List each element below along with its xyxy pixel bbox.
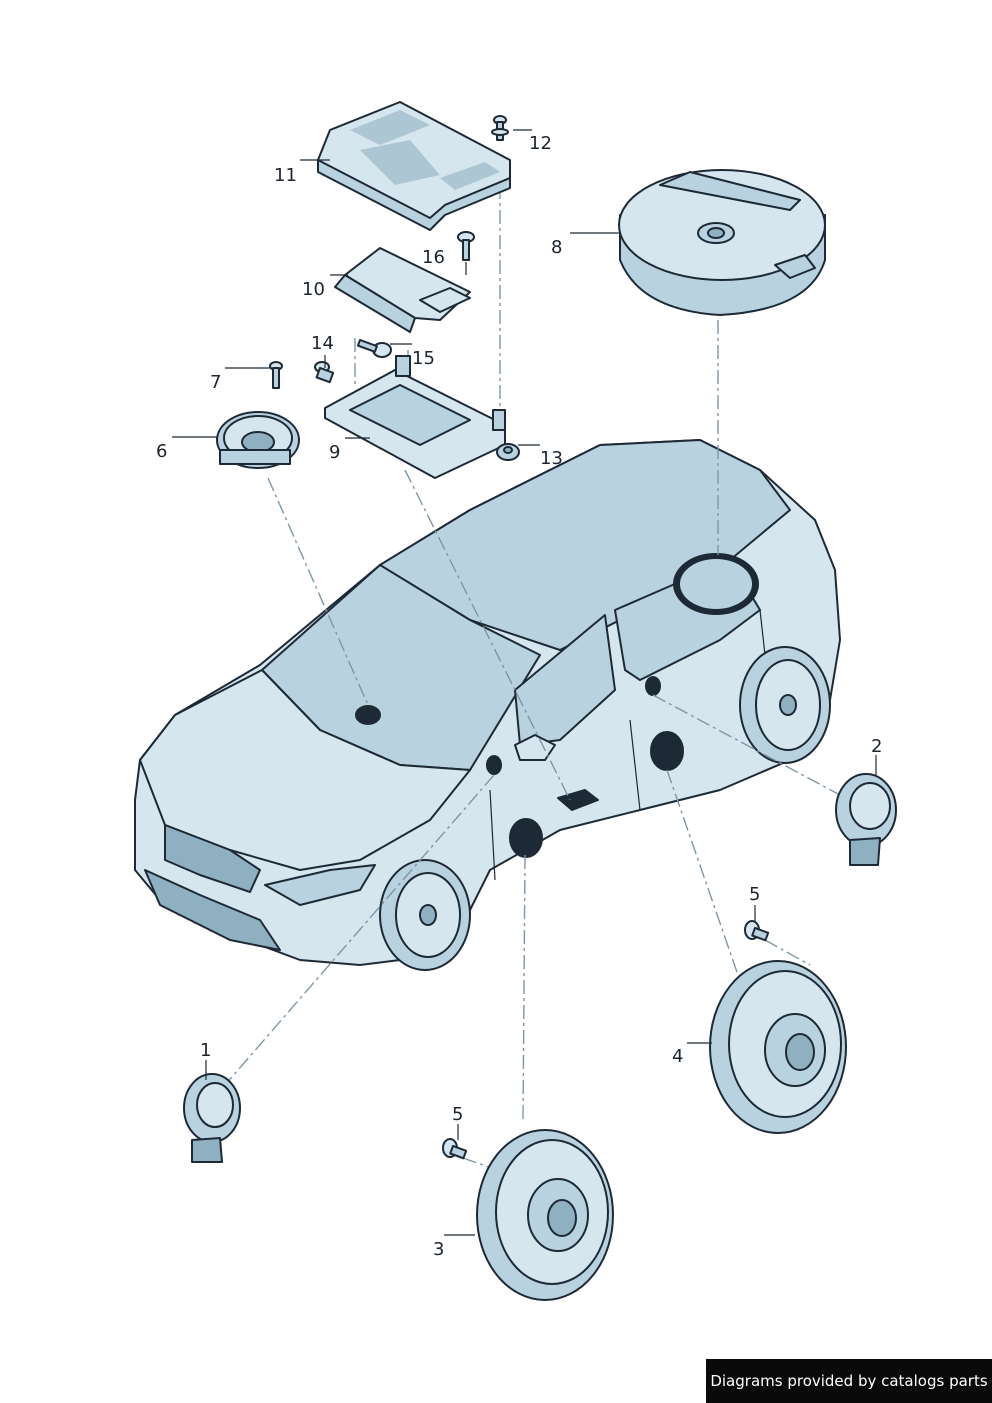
callout-14: 14 [311,333,334,354]
dash-speaker-location [355,705,381,725]
callout-16: 16 [422,247,445,268]
part-5-screw-upper [744,920,770,942]
callout-1: 1 [200,1040,212,1061]
part-6-dash-speaker [216,411,300,469]
car-headlight [264,864,376,906]
callout-9: 9 [329,442,341,463]
car-front-wheel [379,859,471,971]
callout-5-upper: 5 [749,884,761,905]
part-15-bolt [356,338,392,358]
callout-13: 13 [540,448,563,469]
part-8-subwoofer [618,169,826,316]
part-11-cover [317,101,511,231]
callout-7: 7 [210,372,222,393]
car-illustration [134,439,841,971]
part-13-nut [496,443,520,461]
car-mirror [514,734,556,761]
callout-11: 11 [274,165,297,186]
car-side-window-front [514,614,616,746]
part-16-screw [457,231,475,261]
callout-5-lower: 5 [452,1104,464,1125]
part-9-bracket [324,355,506,479]
callout-6: 6 [156,441,168,462]
front-door-speaker-location [509,818,543,858]
part-2-tweeter [835,773,897,866]
part-12-screw [491,115,509,141]
credit-text: Diagrams provided by catalogs parts [710,1372,988,1390]
callout-2: 2 [871,736,883,757]
callout-12: 12 [529,133,552,154]
rear-door-speaker-location [650,731,684,771]
callout-10: 10 [302,279,325,300]
rear-tweeter-location [645,676,661,696]
callout-3: 3 [433,1239,445,1260]
car-grille [164,824,261,893]
callout-4: 4 [672,1046,684,1067]
amplifier-location [557,789,599,811]
part-4-door-speaker [709,960,847,1134]
part-1-tweeter [183,1073,241,1163]
front-tweeter-location [486,755,502,775]
part-7-screw [269,361,283,389]
part-14-bolt [314,361,335,384]
part-5-screw-lower [442,1138,468,1160]
callout-8: 8 [551,237,563,258]
credit-banner: Diagrams provided by catalogs parts [706,1359,992,1403]
car-rear-wheel [739,646,831,764]
callout-15: 15 [412,348,435,369]
leader-lines [172,129,877,1236]
car-lower-grille [144,869,281,951]
part-10-amplifier [334,247,471,333]
car-roof [379,439,791,651]
part-3-door-speaker [476,1129,614,1301]
